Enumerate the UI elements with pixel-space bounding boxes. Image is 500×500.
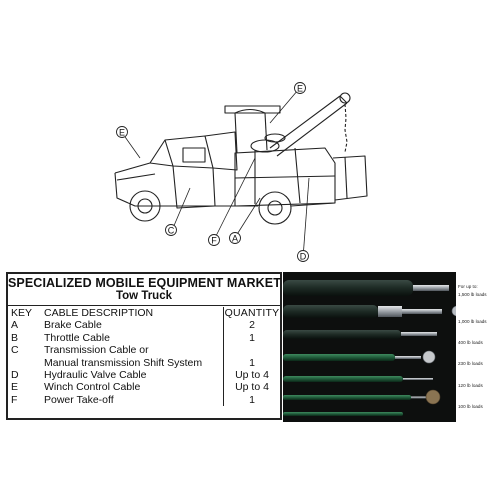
callout-a-circle (229, 232, 241, 244)
row-quantity: 1 (223, 356, 280, 370)
row-quantity: 1 (223, 331, 280, 345)
cable-5-core (403, 378, 433, 380)
cable-table: SPECIALIZED MOBILE EQUIPMENT MARKET Tow … (6, 272, 282, 420)
row-key: D (11, 369, 19, 382)
row-description: Winch Control Cable (44, 381, 141, 394)
callout-b-circle (116, 126, 128, 138)
load-label: 100 lb loads (458, 404, 483, 409)
table-row: D Hydraulic Valve Cable Up to 4 (8, 369, 280, 382)
tow-truck-diagram: E E C F A D (95, 78, 395, 263)
table-divider (8, 305, 280, 306)
table-row: F Power Take-off 1 (8, 393, 280, 407)
load-label: 400 lb loads (458, 340, 483, 345)
callout-f-circle (208, 234, 220, 246)
row-quantity: 1 (223, 393, 280, 407)
table-row: C Transmission Cable or (8, 344, 280, 357)
cable-4 (283, 354, 395, 361)
row-description: Manual transmission Shift System (44, 356, 203, 369)
callout-e-label: E (297, 84, 303, 94)
row-quantity: 2 (223, 319, 280, 332)
row-description: Power Take-off (44, 393, 114, 406)
table-row: Manual transmission Shift System 1 (8, 356, 280, 370)
cable-6 (283, 395, 411, 400)
load-label: 120 lb loads (458, 383, 483, 388)
callout-b-label: E (119, 128, 125, 138)
row-description: Brake Cable (44, 319, 102, 332)
load-labels-strip: For up to: 1,500 lb loads 1,000 lb loads… (456, 272, 494, 422)
tow-truck-illustration: E E C F A D (114, 82, 368, 262)
row-key (8, 357, 42, 369)
cable-1-core (413, 285, 449, 291)
cable-3-core (401, 332, 437, 336)
header-description: CABLE DESCRIPTION (44, 307, 154, 319)
load-label: 1,000 lb loads (458, 319, 487, 324)
table-title: SPECIALIZED MOBILE EQUIPMENT MARKET (8, 276, 281, 290)
callout-c-label: C (168, 226, 175, 236)
table-row: B Throttle Cable 1 (8, 331, 280, 345)
row-quantity: Up to 4 (223, 381, 280, 394)
row-key: B (11, 331, 19, 344)
row-quantity: Up to 4 (223, 369, 280, 382)
cable-2-core (402, 309, 442, 314)
callout-d-circle (297, 250, 309, 262)
cable-2 (283, 305, 378, 318)
callout-c-circle (165, 224, 177, 236)
cable-4-core (395, 356, 421, 359)
cable-7 (283, 412, 403, 416)
cable-1 (283, 280, 413, 296)
row-quantity (223, 344, 280, 357)
coin-3 (425, 389, 441, 405)
row-key: E (11, 381, 19, 394)
cable-2-fitting (378, 306, 402, 317)
table-body: KEY CABLE DESCRIPTION QUANTITY A Brake C… (8, 307, 280, 407)
callout-f-label: F (211, 236, 217, 246)
row-key: A (11, 319, 19, 332)
table-row: E Winch Control Cable Up to 4 (8, 381, 280, 394)
callout-e-circle (294, 82, 306, 94)
row-description: Transmission Cable or (44, 344, 149, 357)
load-label-header: For up to: (458, 284, 478, 289)
load-label: 230 lb loads (458, 361, 483, 366)
table-header-row: KEY CABLE DESCRIPTION QUANTITY (8, 307, 280, 320)
callout-d-label: D (300, 252, 307, 262)
header-quantity: QUANTITY (223, 307, 280, 320)
cable-6-core (411, 396, 429, 399)
cable-3 (283, 330, 401, 339)
callout-a-label: A (232, 234, 238, 244)
row-description: Throttle Cable (44, 331, 110, 344)
table-row: A Brake Cable 2 (8, 319, 280, 332)
row-key: C (11, 344, 19, 357)
row-description: Hydraulic Valve Cable (44, 369, 147, 382)
coin-2 (422, 350, 436, 364)
header-key: KEY (11, 307, 33, 319)
table-subtitle: Tow Truck (115, 290, 173, 302)
cable-5 (283, 376, 403, 382)
row-key: F (11, 393, 18, 406)
load-label: 1,500 lb loads (458, 292, 487, 297)
